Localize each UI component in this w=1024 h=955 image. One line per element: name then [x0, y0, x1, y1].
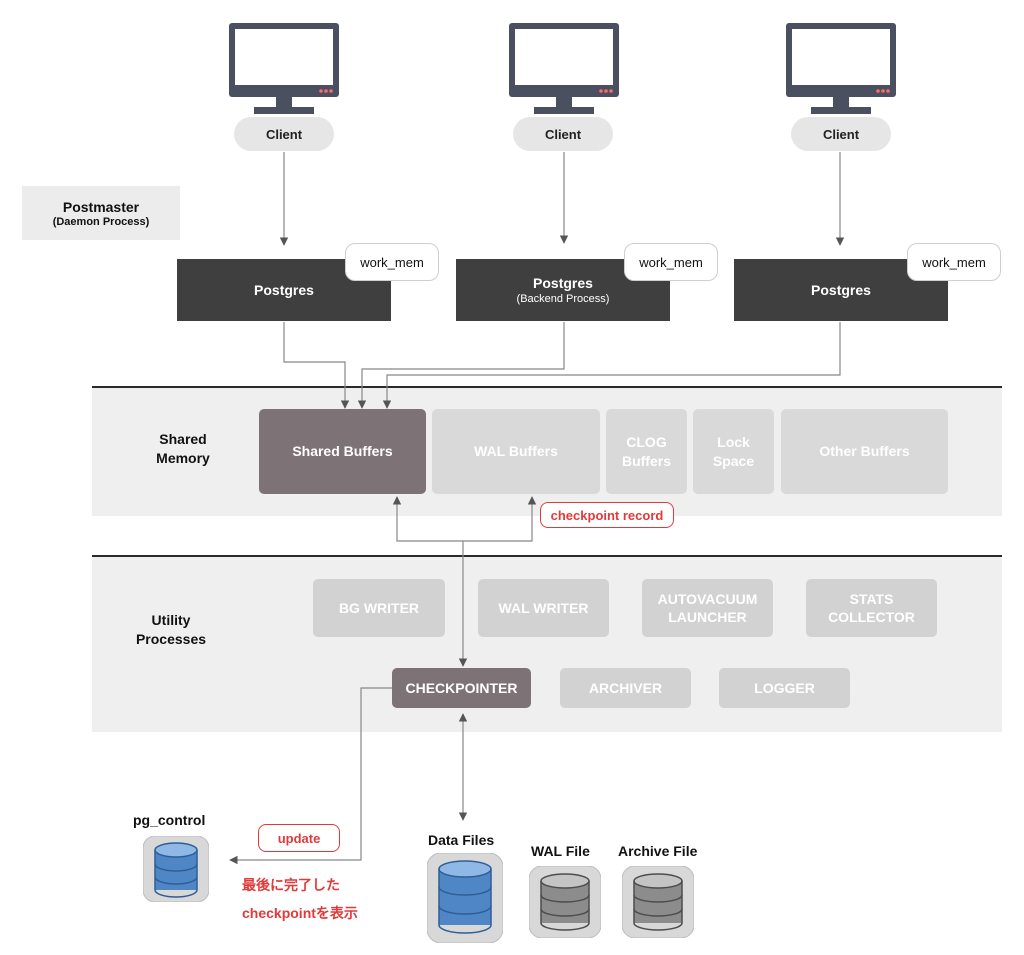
shared-memory-label: Shared Memory: [124, 428, 242, 470]
postmaster-box: Postmaster (Daemon Process): [22, 186, 180, 240]
database-icon-blue: [143, 836, 209, 902]
shared-memory-top-rule: [92, 386, 1002, 388]
backend-2-to-shared-buffers: [357, 322, 565, 409]
checkpointer-box: CHECKPOINTER: [392, 668, 531, 708]
monitor-icon: [229, 23, 339, 114]
checkpointer-to-pg-control: [229, 687, 392, 865]
logger-box: LOGGER: [719, 668, 850, 708]
autovacuum-launcher-box: AUTOVACUUM LAUNCHER: [642, 579, 773, 637]
archive-file-label: Archive File: [618, 843, 698, 859]
last-checkpoint-note-line1: 最後に完了した: [242, 877, 340, 893]
postmaster-subtitle: (Daemon Process): [52, 215, 150, 228]
process-label-line1: AUTOVACUUM: [657, 591, 758, 607]
work-mem-tag: work_mem: [345, 243, 439, 281]
bg-writer-box: BG WRITER: [313, 579, 445, 637]
work-mem-tag: work_mem: [907, 243, 1001, 281]
utility-label-line2: Processes: [135, 631, 207, 647]
process-label-line2: COLLECTOR: [828, 609, 915, 625]
monitor-icon: [786, 23, 896, 114]
process-label-line2: LAUNCHER: [668, 609, 747, 625]
buffer-label-line1: CLOG: [626, 433, 667, 450]
utility-label-line1: Utility: [151, 612, 191, 628]
utility-processes-top-rule: [92, 555, 1002, 557]
process-label: LOGGER: [754, 680, 815, 696]
checkpointer-to-shared-buffers: [392, 496, 463, 542]
backend-title: Postgres: [254, 282, 314, 298]
checkpoint-record-tag: checkpoint record: [540, 502, 674, 528]
backend-3-to-shared-buffers: [382, 322, 841, 409]
database-icon-gray: [529, 866, 601, 938]
database-icon-gray: [622, 866, 694, 938]
archiver-box: ARCHIVER: [560, 668, 691, 708]
buffer-label: WAL Buffers: [474, 443, 558, 459]
stats-collector-box: STATS COLLECTOR: [806, 579, 937, 637]
client-label: Client: [234, 117, 334, 151]
pg-control-label: pg_control: [133, 812, 206, 828]
process-label: BG WRITER: [338, 600, 420, 616]
buffer-label-line1: Lock: [717, 433, 750, 450]
utility-processes-label: Utility Processes: [112, 609, 230, 651]
process-label-line1: STATS: [849, 591, 894, 607]
work-mem-tag: work_mem: [624, 243, 718, 281]
clog-buffers-box: CLOG Buffers: [606, 409, 687, 494]
process-label: WAL WRITER: [498, 600, 589, 616]
shared-buffers-box: Shared Buffers: [259, 409, 426, 494]
wal-writer-box: WAL WRITER: [478, 579, 609, 637]
backend-subtitle: (Backend Process): [516, 293, 610, 305]
lock-space-box: Lock Space: [693, 409, 774, 494]
buffer-label: Other Buffers: [819, 443, 910, 459]
shared-memory-label-line2: Memory: [156, 450, 210, 466]
process-label: ARCHIVER: [588, 680, 663, 696]
backend-1-to-shared-buffers: [283, 322, 350, 409]
database-icon-blue: [427, 853, 503, 943]
client-label: Client: [791, 117, 891, 151]
shared-memory-label-line1: Shared: [159, 431, 207, 447]
other-buffers-box: Other Buffers: [781, 409, 948, 494]
checkpointer-to-wal-buffers: [463, 496, 537, 542]
buffer-label: Shared Buffers: [292, 443, 393, 459]
postmaster-title: Postmaster: [62, 198, 140, 215]
backend-title: Postgres: [811, 282, 871, 298]
backend-title: Postgres: [533, 275, 593, 291]
wal-file-label: WAL File: [531, 843, 590, 859]
wal-buffers-box: WAL Buffers: [432, 409, 600, 494]
process-label: CHECKPOINTER: [405, 680, 518, 696]
buffer-label-line2: Buffers: [621, 452, 671, 469]
buffer-label-line2: Space: [712, 452, 755, 469]
client-label: Client: [513, 117, 613, 151]
data-files-label: Data Files: [428, 832, 495, 848]
update-tag: update: [258, 824, 340, 852]
last-checkpoint-note-line2: checkpointを表示: [242, 905, 358, 921]
monitor-icon: [509, 23, 619, 114]
